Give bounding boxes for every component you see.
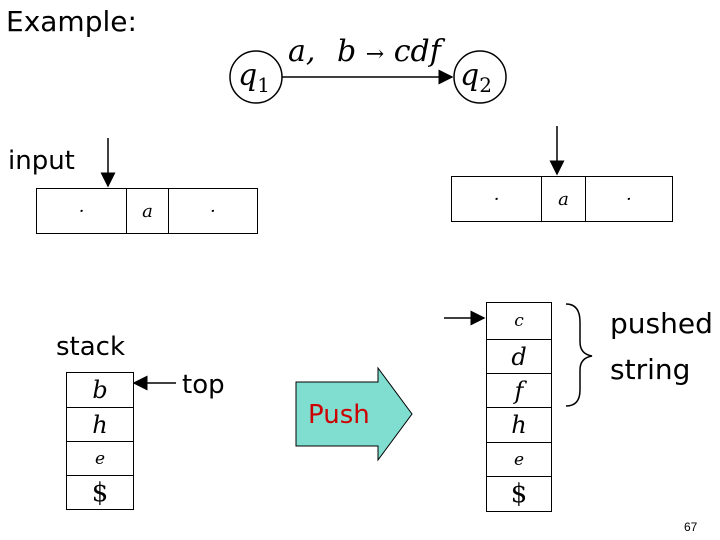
- tape-cell: ·: [167, 189, 257, 233]
- stack-cell: $: [487, 476, 551, 510]
- state-q2-circle: [453, 50, 507, 104]
- pushed-label-line2: string: [610, 353, 691, 386]
- input-tape-before: · a ·: [36, 188, 258, 234]
- pushed-string-brace: [565, 303, 593, 407]
- tape-cell: a: [541, 177, 585, 221]
- state-q1-label: q1: [238, 58, 270, 97]
- page-number: 67: [684, 520, 698, 534]
- stack-cell: d: [487, 339, 551, 373]
- tape-cell: ·: [493, 188, 500, 210]
- pushed-label-line1: pushed: [610, 307, 713, 340]
- stack-cell: $: [67, 475, 133, 509]
- tape-cell: ·: [78, 200, 85, 222]
- push-label: Push: [308, 400, 370, 430]
- stack-cell: h: [67, 407, 133, 441]
- stack-label: stack: [56, 332, 126, 362]
- state-q2-label: q2: [460, 58, 492, 97]
- input-label: input: [8, 146, 75, 176]
- tape-cell: a: [126, 189, 168, 233]
- stack-cell: h: [487, 407, 551, 442]
- tape-cell: ·: [584, 177, 672, 221]
- stack-cell: f: [487, 373, 551, 407]
- push-arrow-shape: [295, 366, 413, 462]
- top-label: top: [182, 370, 225, 400]
- stack-cell: b: [92, 376, 108, 404]
- stack-cell: c: [514, 311, 524, 331]
- transition-label: a, b → cdf: [288, 34, 441, 69]
- stack-cell: e: [487, 442, 551, 476]
- slide-title: Example:: [6, 5, 137, 38]
- input-tape-after: · a ·: [451, 176, 673, 222]
- stack-after: c d f h e $: [486, 302, 552, 512]
- stack-cell: e: [67, 441, 133, 475]
- stack-before: b h e $: [66, 372, 134, 510]
